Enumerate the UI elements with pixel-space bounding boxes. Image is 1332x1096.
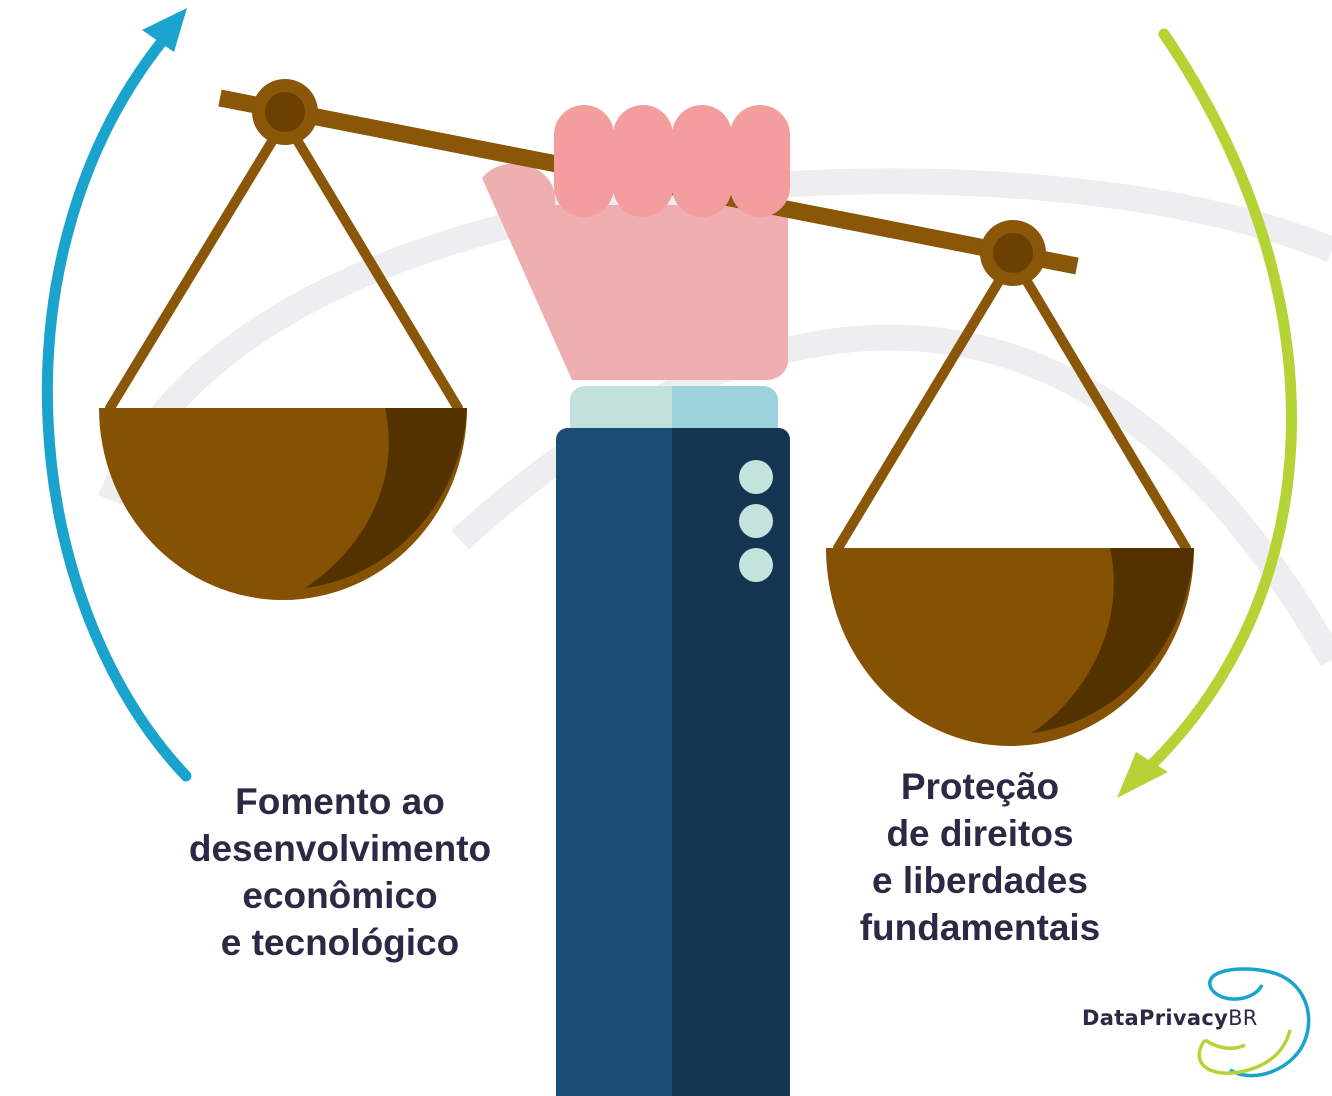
sleeve-buttons (739, 460, 773, 582)
left-caption: Fomento ao desenvolvimento econômico e t… (150, 778, 530, 966)
down-arrow-icon (1117, 28, 1297, 798)
hand-palm (482, 163, 788, 380)
right-pivot (980, 220, 1046, 286)
left-pivot (252, 79, 318, 145)
right-caption-line: Proteção (900, 766, 1060, 807)
left-caption-line: Fomento ao (235, 781, 445, 822)
up-arrow-icon (41, 8, 192, 782)
left-pan-strings (105, 115, 463, 413)
suit-sleeve (556, 428, 790, 1096)
brand-name: DataPrivacy (1082, 1006, 1229, 1030)
right-caption-line: de direitos (886, 813, 1074, 854)
left-caption-line: e tecnológico (220, 922, 460, 963)
left-caption-line: desenvolvimento (188, 828, 492, 869)
brand-suffix: BR (1228, 1006, 1258, 1030)
right-caption-line: e liberdades (872, 860, 1088, 901)
shirt-cuff (570, 386, 778, 430)
left-scale-pan (99, 408, 467, 600)
brand-logo: DataPrivacyBR (1082, 1006, 1258, 1030)
right-caption: Proteção de direitos e liberdades fundam… (800, 763, 1160, 951)
right-scale-pan (826, 548, 1194, 746)
hand-fingers (554, 105, 790, 217)
left-caption-line: econômico (242, 875, 438, 916)
dataprivacybr-logo-icon (1197, 967, 1311, 1078)
right-pan-strings (833, 253, 1191, 553)
right-caption-line: fundamentais (859, 907, 1101, 948)
